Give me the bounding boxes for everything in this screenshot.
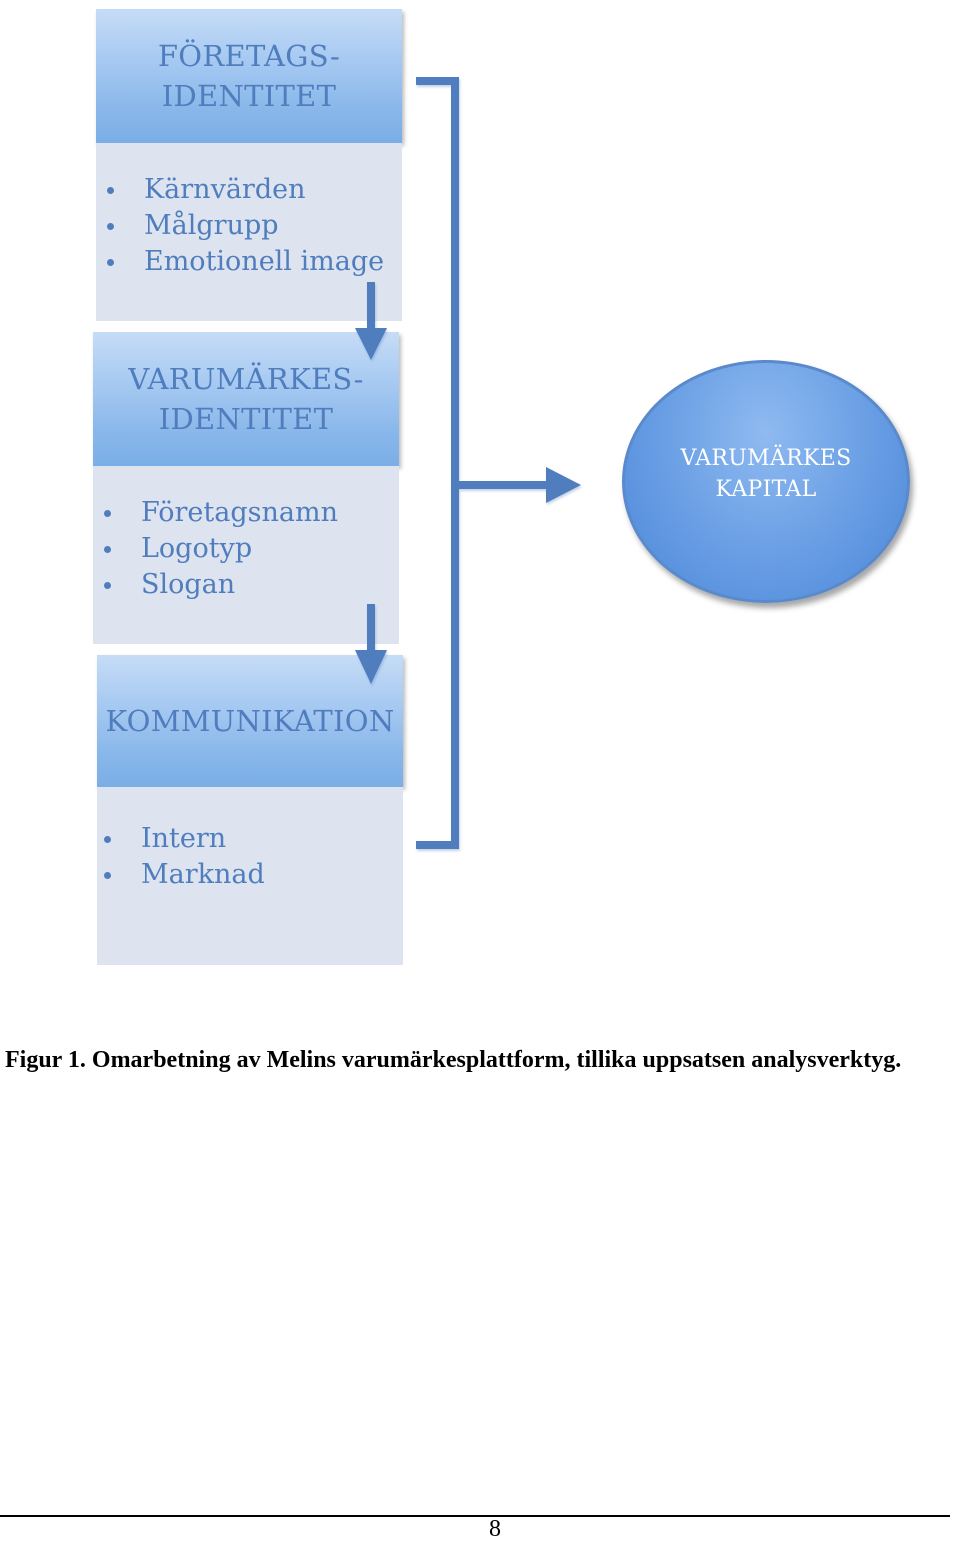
block-kommunikation-header: KOMMUNIKATION: [97, 655, 403, 787]
block-title-line: IDENTITET: [158, 402, 334, 436]
block-varumarkesidentitet-body: Företagsnamn Logotyp Slogan: [93, 466, 399, 644]
footer-divider: [0, 1515, 950, 1517]
block-varumarkesidentitet-header: VARUMÄRKES- IDENTITET: [93, 332, 399, 466]
varumarkeskapital-node: VARUMÄRKES KAPITAL: [622, 360, 910, 603]
bracket-connector: [416, 77, 459, 849]
block-title-line: VARUMÄRKES-: [128, 362, 364, 396]
down-arrow-icon: [355, 604, 387, 684]
block-title-line: KOMMUNIKATION: [105, 704, 395, 738]
diagram-connectors: [355, 77, 581, 849]
list-item: Intern: [98, 821, 403, 857]
block-title-line: FÖRETAGS-: [157, 39, 341, 73]
list-item: Företagsnamn: [98, 495, 399, 531]
block-foretagsidentitet-body: Kärnvärden Målgrupp Emotionell image: [96, 143, 402, 321]
down-arrow-icon: [355, 282, 387, 360]
list-item: Marknad: [98, 857, 403, 893]
bullet-list: Företagsnamn Logotyp Slogan: [98, 495, 399, 603]
block-title-line: IDENTITET: [161, 79, 337, 113]
right-arrow-icon: [459, 467, 581, 503]
page-number: 8: [489, 1516, 501, 1542]
figure-caption: Figur 1. Omarbetning av Melins varumärke…: [5, 1047, 902, 1073]
list-item: Emotionell image: [101, 244, 402, 280]
bullet-list: Kärnvärden Målgrupp Emotionell image: [101, 172, 402, 280]
list-item: Målgrupp: [101, 208, 402, 244]
list-item: Slogan: [98, 567, 399, 603]
block-kommunikation-body: Intern Marknad: [97, 787, 403, 965]
node-label-line: KAPITAL: [715, 477, 817, 502]
node-label-line: VARUMÄRKES: [680, 446, 852, 471]
bullet-list: Intern Marknad: [98, 821, 403, 893]
block-foretagsidentitet-header: FÖRETAGS- IDENTITET: [96, 9, 402, 143]
list-item: Kärnvärden: [101, 172, 402, 208]
list-item: Logotyp: [98, 531, 399, 567]
